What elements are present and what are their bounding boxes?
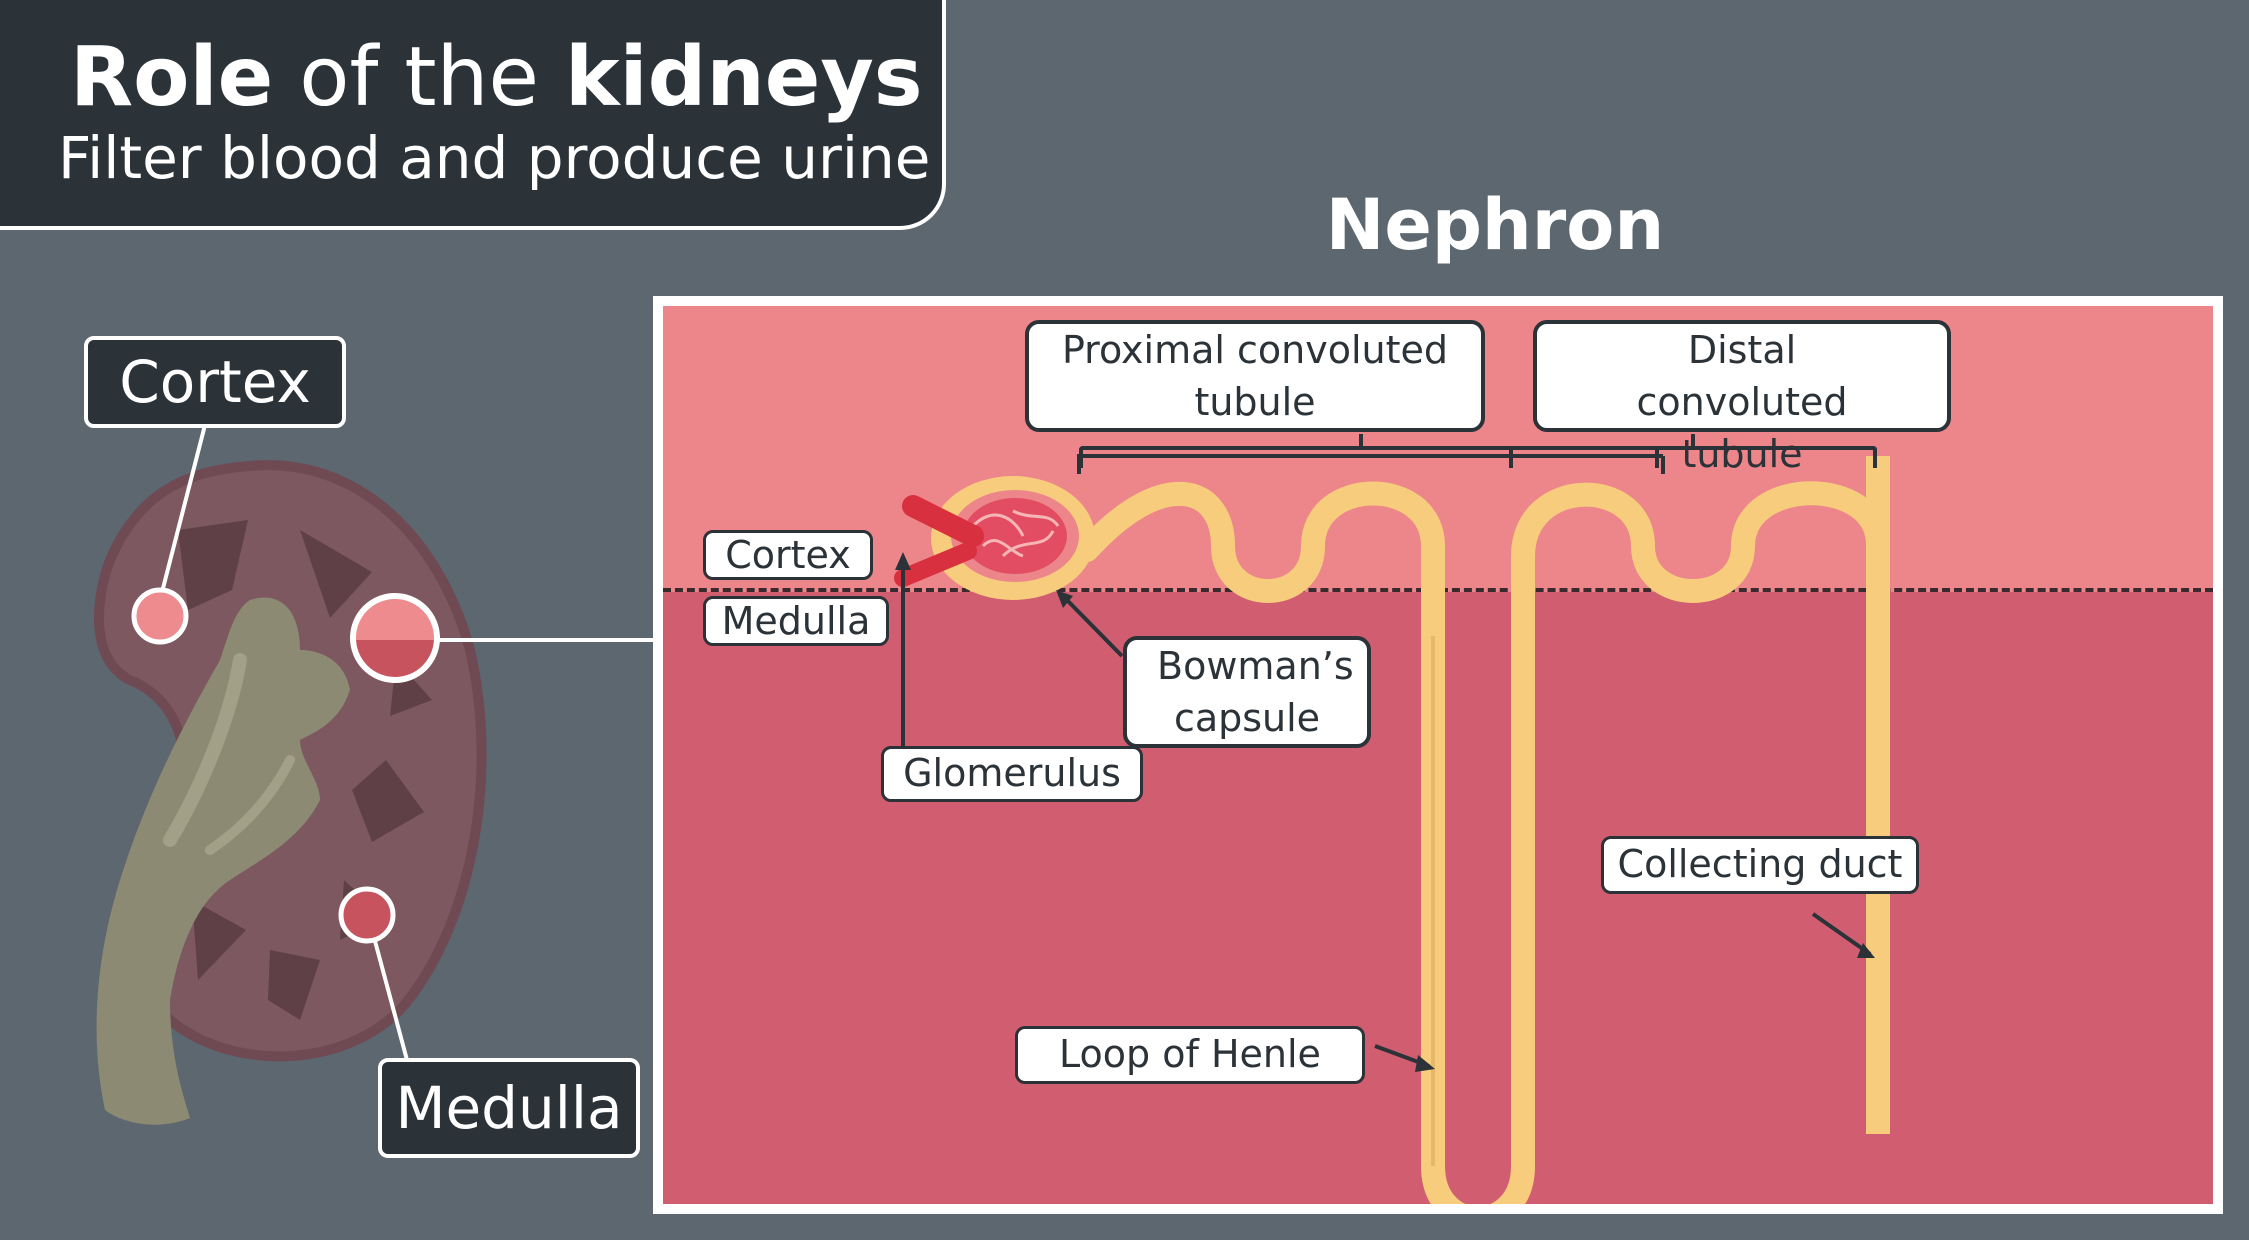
bowmans-capsule-label: Bowman’s capsule	[1123, 636, 1371, 748]
title-of-the: of the	[273, 30, 566, 125]
title-kidneys: kidneys	[565, 30, 923, 125]
kidney-pyramid	[178, 520, 248, 610]
cortex-marker	[131, 587, 189, 645]
proximal-bracket-tick	[1359, 434, 1363, 448]
zone-medulla-label: Medulla	[703, 596, 889, 646]
title-panel	[0, 0, 946, 230]
page-title: Role of the kidneys	[70, 28, 923, 128]
proximal-tubule-label: Proximal convoluted tubule	[1025, 320, 1485, 432]
renal-pelvis	[96, 597, 350, 1125]
kidney-pyramid	[192, 900, 246, 980]
distal-bracket-line	[1509, 446, 1877, 468]
kidney-cortex-label: Cortex	[84, 336, 346, 428]
kidney-medulla-label: Medulla	[378, 1058, 640, 1158]
distal-bracket-tick	[1691, 434, 1695, 448]
distal-tubule-label: Distal convoluted tubule	[1533, 320, 1951, 476]
kidney-pyramid	[300, 530, 372, 618]
nephron-panel: Cortex Medulla Proximal convoluted tubul…	[653, 296, 2223, 1214]
page-subtitle: Filter blood and produce urine	[58, 124, 931, 192]
kidney-pyramid	[352, 760, 424, 842]
nephron-diagram	[894, 454, 1890, 1204]
zone-cortex-label: Cortex	[703, 530, 873, 580]
glomerulus-label: Glomerulus	[881, 746, 1143, 802]
nephron-title: Nephron	[1325, 184, 1665, 266]
title-role: Role	[70, 30, 274, 125]
proximal-bracket-line	[1079, 446, 1659, 468]
loop-of-henle-label: Loop of Henle	[1015, 1026, 1365, 1084]
kidney-pyramid	[268, 950, 320, 1020]
proximal-tubule	[1075, 481, 1535, 1204]
distal-tubule	[1511, 481, 1890, 788]
medulla-marker	[338, 886, 396, 944]
collecting-duct-label: Collecting duct	[1601, 836, 1919, 894]
